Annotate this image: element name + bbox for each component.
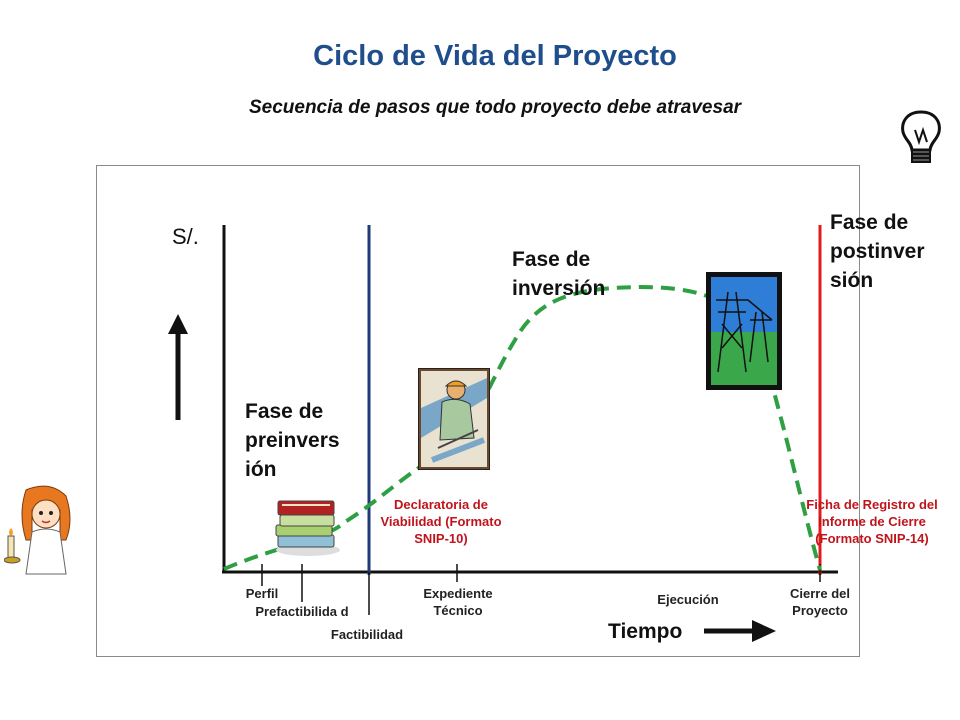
arrow-right-icon bbox=[704, 620, 776, 642]
declaratoria-note: Declaratoria de Viabilidad (Formato SNIP… bbox=[380, 497, 502, 546]
page-title: Ciclo de Vida del Proyecto bbox=[313, 40, 677, 72]
arrow-up-icon bbox=[168, 314, 188, 420]
stage-ejecucion: Ejecución bbox=[657, 592, 719, 607]
page-subtitle: Secuencia de pasos que todo proyecto deb… bbox=[248, 97, 742, 118]
phase-inversion: Fase de inversión bbox=[512, 248, 606, 300]
y-axis-label: S/. bbox=[172, 224, 199, 249]
girl-candle-icon bbox=[3, 480, 74, 576]
x-axis-label: Tiempo bbox=[608, 620, 683, 643]
phase-preinversion: Fase de preinvers ión bbox=[245, 400, 340, 481]
stage-perfil: Perfil bbox=[245, 586, 279, 601]
engineer-icon bbox=[417, 367, 491, 471]
stage-factibilidad: Factibilidad bbox=[330, 627, 404, 642]
books-icon bbox=[270, 495, 342, 557]
stage-cierre: Cierre del Proyecto bbox=[790, 586, 850, 618]
stage-prefactibilidad: Prefactibilida d bbox=[255, 604, 349, 619]
ficha-registro-note: Ficha de Registro del Informe de Cierre … bbox=[806, 497, 938, 546]
lightbulb-icon bbox=[895, 108, 947, 166]
phase-postinversion: Fase de postinver sión bbox=[830, 211, 925, 292]
stage-expediente: Expediente Técnico bbox=[423, 586, 493, 618]
power-tower-icon bbox=[706, 272, 782, 390]
